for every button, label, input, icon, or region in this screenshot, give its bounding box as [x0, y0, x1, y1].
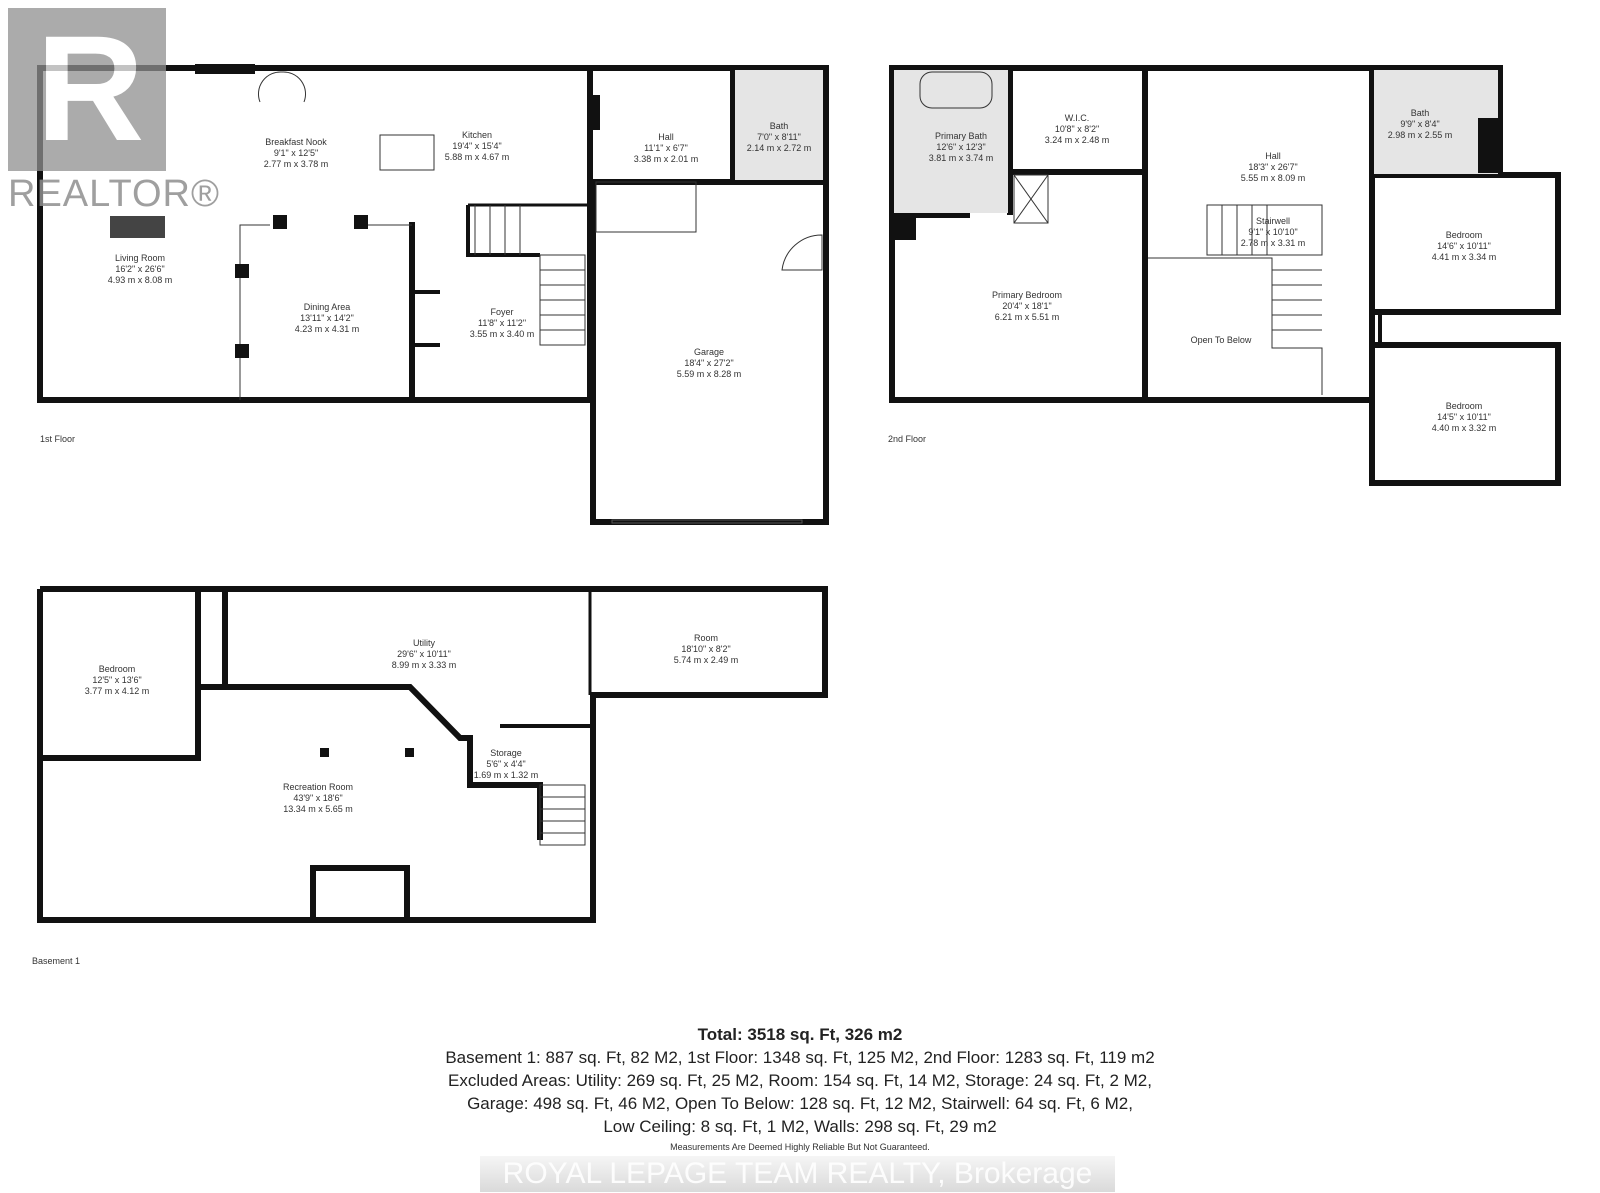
total-area: Total: 3518 sq. Ft, 326 m2: [697, 1025, 903, 1044]
floor-label: Basement 1: [32, 956, 81, 966]
floor-label: 1st Floor: [40, 434, 76, 444]
realtor-logo: R: [8, 8, 166, 171]
disclaimer: Measurements Are Deemed Highly Reliable …: [670, 1142, 930, 1152]
realtor-logo-mark: R: [36, 8, 145, 171]
first-floor-details: [239, 70, 823, 524]
brokerage-watermark: ROYAL LEPAGE TEAM REALTY, Brokerage: [502, 1157, 1093, 1190]
basement-details: [539, 784, 586, 846]
room-label: W.I.C.10'8" x 8'2"3.24 m x 2.48 m: [1044, 113, 1110, 145]
watermark-band: [480, 1156, 1115, 1192]
room-label: Open To Below: [1190, 335, 1252, 345]
second-floor-walls: [889, 65, 1561, 486]
first-floor-walls: [37, 65, 829, 525]
second-floor-details: [892, 70, 1500, 395]
summary-line: Garage: 498 sq. Ft, 46 M2, Open To Below…: [467, 1094, 1133, 1113]
summary-line: Basement 1: 887 sq. Ft, 82 M2, 1st Floor…: [445, 1048, 1155, 1067]
realtor-logo-text: REALTOR®: [8, 173, 220, 215]
first-floor-columns: [110, 64, 600, 358]
basement-columns: [320, 748, 414, 757]
area-summary: Total: 3518 sq. Ft, 326 m2 Basement 1: 8…: [0, 1024, 1600, 1138]
floor-label: 2nd Floor: [888, 434, 927, 444]
summary-line: Excluded Areas: Utility: 269 sq. Ft, 25 …: [448, 1071, 1152, 1090]
summary-line: Low Ceiling: 8 sq. Ft, 1 M2, Walls: 298 …: [603, 1117, 997, 1136]
